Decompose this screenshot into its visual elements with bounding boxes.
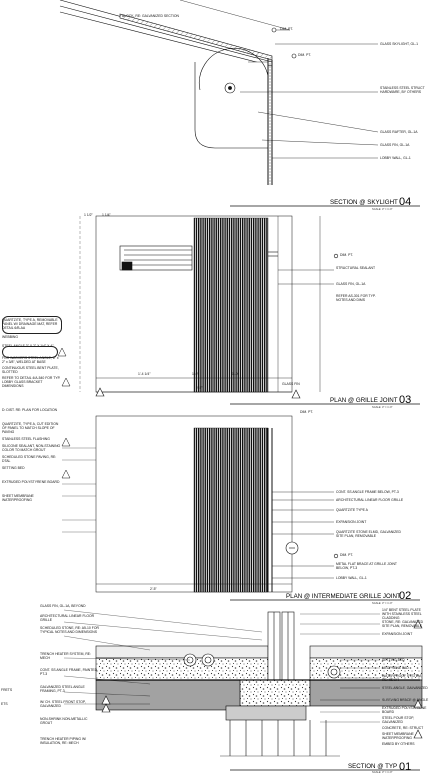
s01-left-label: TRENCH HEATER SYSTEM, RE: MECH bbox=[40, 652, 91, 660]
s03-dim-pt: DIM. PT. bbox=[340, 253, 353, 257]
s02-panel: QUARTZITE STONE ELMD, GALVANIZED SITE PL… bbox=[336, 530, 401, 538]
s01-left-label: W/ CH. STEEL FRONT STOP, GALVANIZED bbox=[40, 700, 86, 708]
s04-label-top: BLOCK, RE: GALVANIZED SECTION bbox=[122, 14, 179, 18]
s01-ets: ETS bbox=[1, 702, 8, 706]
section-01-typical bbox=[63, 609, 423, 771]
s01-left-label: GALVANIZED STEEL ANGLE FRAMING, PT-3 bbox=[40, 685, 85, 693]
s01-right-label: CONCRETE, RE: STRUCT bbox=[382, 726, 424, 730]
s03-title: PLAN @ GRILLE JOINT bbox=[330, 397, 398, 404]
left-note: QUARTZITE, TYPE A, REMOVABLE PANEL W/ DR… bbox=[2, 318, 58, 330]
s03-dim-top2: 1 1/4" bbox=[102, 213, 111, 217]
s03-dim-a: 1'-4 1/4" bbox=[138, 372, 151, 376]
s02-number: 02 bbox=[399, 590, 412, 602]
section-03-plan-grille-joint bbox=[79, 215, 420, 405]
s04-dim-pt-2: DIM. PT. bbox=[298, 53, 311, 57]
s02-quartzite: QUARTZITE TYPE A bbox=[336, 508, 368, 512]
s03-dim-d: 2'-5" bbox=[196, 386, 203, 390]
s01-right-label: EXPANSION JOINT bbox=[382, 632, 413, 636]
s02-dim-a: 2'-5" bbox=[150, 587, 157, 591]
s03-refer: REFER AS-301 FOR TYP. NOTES AND DIMS bbox=[336, 294, 376, 302]
s01-right-label: STEEL ANGLE, GALVANIZED bbox=[382, 686, 428, 690]
s01-right-label: STEEL POUR STOP, GALVANIZED bbox=[382, 716, 414, 724]
s01-left-label: NON-SHRINK NON-METALLIC GROUT bbox=[40, 717, 88, 725]
s01-left-label: CONT. SS ANGLE FRAME, PAINTED, PT-3 bbox=[40, 668, 98, 676]
revision-marks bbox=[57, 347, 71, 479]
left-note: SCHEDULED STONE PAVING, RE: DTAL bbox=[2, 455, 57, 463]
s03-glass-fin2: GLASS FIN bbox=[282, 382, 300, 386]
s02-angle: CONT. SS ANGLE FRAME BELOW, PT-3 bbox=[336, 490, 399, 494]
s04-glass-rafter: GLASS RAFTER, GL-1A bbox=[380, 130, 418, 134]
section-02-plan-intermediate bbox=[62, 415, 420, 601]
s02-title: PLAN @ INTERMEDIATE GRILLE JOINT bbox=[286, 593, 401, 600]
s02-dim-pt: DIM. PT. bbox=[300, 410, 313, 414]
s01-left-label: ARCHITECTURAL LINEAR FLOOR GRILLE bbox=[40, 614, 95, 622]
left-note: SHEET MEMBRANE WATERPROOFING bbox=[2, 494, 34, 502]
revision-cloud bbox=[2, 346, 58, 358]
left-note: CONTINUOUS STEEL BENT PLATE, SLOTTED bbox=[2, 366, 59, 374]
s01-right-label: 1/4" BENT STEEL PLATE WITH STAINLESS STE… bbox=[382, 608, 422, 620]
left-note: WEBBING bbox=[2, 335, 19, 339]
s04-glass-skylight: GLASS SKYLIGHT, GL-1 bbox=[380, 42, 419, 46]
s01-right-label: NEOPRENE PAD bbox=[382, 666, 409, 670]
s04-lobby-wall: LOBBY WALL, GL-1 bbox=[380, 156, 411, 160]
left-note: SILICONE SEALANT, NON-STAINING COLOR TO … bbox=[2, 444, 61, 452]
left-note: REFER TO DETAIL 4/A-540 FOR TYP. LOBBY G… bbox=[2, 376, 61, 388]
left-note: SETTING BED bbox=[2, 466, 25, 470]
s01-right-label: WATERPROOF SYSTEM, RE: MECH bbox=[382, 674, 422, 682]
section-04-skylight bbox=[59, 0, 420, 207]
s01-scale: SCALE: 3" = 1'-0" bbox=[372, 771, 393, 774]
left-note: STAINLESS STEEL FLASHING bbox=[2, 437, 50, 441]
s02-expansion: EXPANSION JOINT bbox=[336, 520, 367, 524]
s03-dim-top: 1 1/2" bbox=[84, 213, 93, 217]
s01-number: 01 bbox=[399, 761, 412, 773]
s04-title: SECTION @ SKYLIGHT bbox=[330, 199, 398, 206]
s01-frets: FRETS bbox=[1, 688, 13, 692]
left-note: FOR WASHERS STEEL ANGLE, 6" x 2" x 3/8",… bbox=[2, 356, 59, 364]
revision-cloud bbox=[2, 316, 62, 334]
s02-dim-pt-2: DIM. PT. bbox=[340, 553, 353, 557]
s02-grille: ARCHITECTURAL LINEAR FLOOR GRILLE bbox=[336, 498, 404, 502]
s04-scale: SCALE: 3" = 1'-0" bbox=[372, 208, 393, 211]
s03-sealant: STRUCTURAL SEALANT bbox=[336, 266, 376, 270]
s02-scale: SCALE: 3" = 1'-0" bbox=[372, 602, 393, 605]
left-note: EXTRUDED POLYSTYRENE BOARD bbox=[2, 480, 60, 484]
s03-dim-b: 1'-0" bbox=[192, 372, 199, 376]
s04-stainless: STAINLESS STEEL STRUCT HARDWARE, BY OTHE… bbox=[380, 86, 425, 94]
s01-left-label: SCHEDULED STONE, RE: A5-10 FOR TYPICAL N… bbox=[40, 626, 99, 634]
s01-right-label: SHEET MEMBRANE WATERPROOFING bbox=[382, 732, 414, 740]
s01-left-label: TRENCH HEATER PIPING W/ INSULATION, RE: … bbox=[40, 737, 87, 745]
s01-right-label: STONE, RE: GALVANIZED SITE PLAN, REMOVAB… bbox=[382, 620, 424, 628]
s03-number: 03 bbox=[399, 394, 412, 406]
s02-grille2: METAL FLAT BRACE AT GRILLE JOINT BELOW, … bbox=[336, 562, 397, 570]
s04-dim-pt-1: DIM. PT. bbox=[280, 27, 293, 31]
left-note: QUARTZITE, TYPE A, CUT EDITION OF PANEL … bbox=[2, 422, 59, 434]
s01-title: SECTION @ TYP bbox=[348, 763, 398, 770]
s04-number: 04 bbox=[399, 196, 412, 208]
s03-scale: SCALE: 3" = 1'-0" bbox=[372, 406, 393, 409]
s02-lobby: LOBBY WALL, GL-1 bbox=[336, 576, 367, 580]
left-note: D: DIST. RE: PLAN FOR LOCATION bbox=[2, 408, 58, 412]
s03-dim-c: 1'-0" bbox=[232, 372, 239, 376]
s01-right-label: EMBED BY OTHERS bbox=[382, 742, 415, 746]
s01-right-label: SLEEVING BRACE @ ANGLE bbox=[382, 698, 429, 702]
s03-glass-fin: GLASS FIN, GL-1A bbox=[336, 282, 366, 286]
s01-left-label: GLASS FIN, GL-1A, BEYOND bbox=[40, 604, 86, 608]
s01-right-label: EXTRUDED POLYSTYRENE BOARD bbox=[382, 706, 427, 714]
s01-right-label: SETTING BED bbox=[382, 658, 405, 662]
s04-glass-fin: GLASS FIN, GL-1A bbox=[380, 143, 410, 147]
